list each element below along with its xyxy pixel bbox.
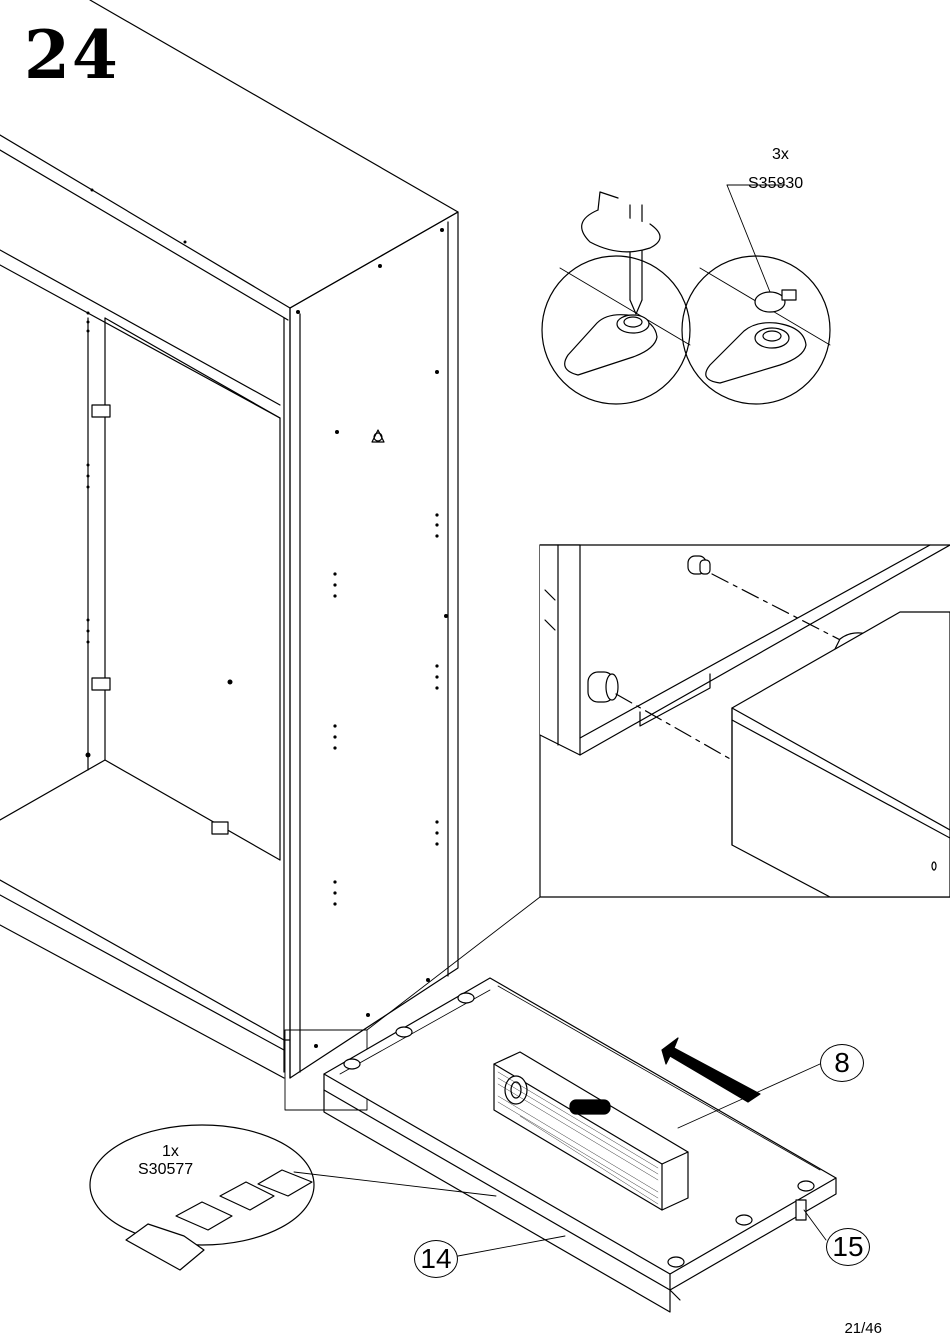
- callout-14: 14: [414, 1240, 458, 1278]
- cam-lock-detail-right: [682, 256, 830, 404]
- zoom-detail-panel: [540, 545, 950, 897]
- cam-part-code-label: S35930: [748, 176, 803, 192]
- felt-pads-detail: [90, 1125, 314, 1270]
- pad-part-code-label: S30577: [138, 1162, 193, 1178]
- callout-8: 8: [820, 1044, 864, 1082]
- pad-quantity-label: 1x: [162, 1144, 179, 1160]
- callout-15: 15: [826, 1228, 870, 1266]
- wardrobe-carcass: [0, 0, 458, 1078]
- page-number: 21/46: [844, 1320, 882, 1337]
- side-panel-holes: [86, 189, 449, 1049]
- cam-quantity-label: 3x: [772, 147, 789, 163]
- cam-lock-detail-left: [542, 192, 690, 404]
